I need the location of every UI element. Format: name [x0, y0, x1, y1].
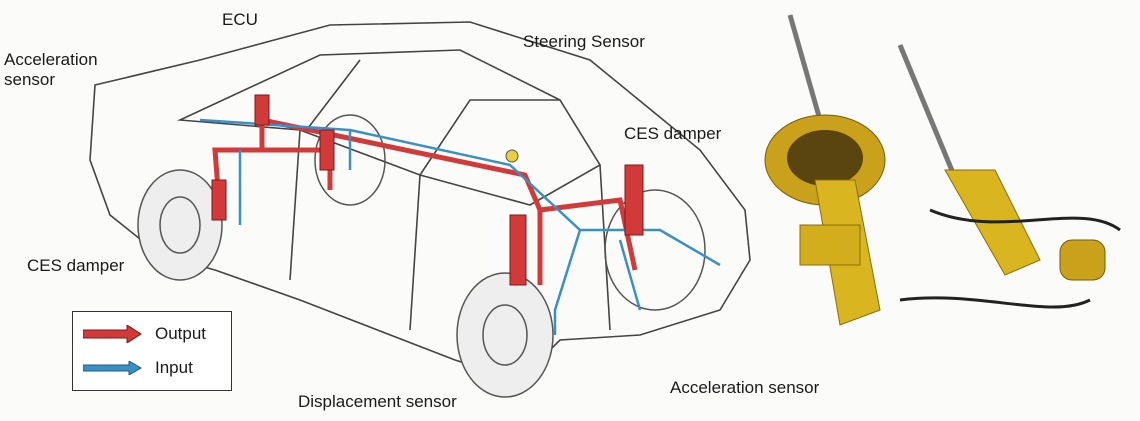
label-acceleration-sensor-top-1: Acceleration — [4, 50, 98, 69]
label-steering-sensor: Steering Sensor — [523, 32, 645, 51]
ces-damper-photo — [764, 14, 1121, 326]
blue-arrow-icon — [83, 361, 142, 375]
label-displacement-sensor: Displacement sensor — [298, 392, 457, 411]
legend-output: Output — [83, 324, 206, 344]
label-ces-damper-left: CES damper — [27, 256, 125, 275]
legend-input-label: Input — [155, 358, 193, 377]
output-lines — [212, 95, 638, 285]
label-ecu: ECU — [222, 10, 258, 29]
label-ces-damper-right: CES damper — [624, 124, 722, 143]
legend-input: Input — [83, 358, 193, 378]
wheels — [137, 114, 706, 398]
legend-output-label: Output — [155, 324, 207, 343]
label-acceleration-sensor-top-2: sensor — [4, 70, 56, 89]
steering-sensor-marker — [505, 149, 519, 163]
red-arrow-icon — [83, 325, 142, 343]
legend: Output Input — [72, 311, 232, 391]
label-acceleration-sensor-bottom: Acceleration sensor — [670, 378, 820, 397]
car-dampers — [211, 94, 644, 286]
input-lines — [199, 118, 721, 335]
